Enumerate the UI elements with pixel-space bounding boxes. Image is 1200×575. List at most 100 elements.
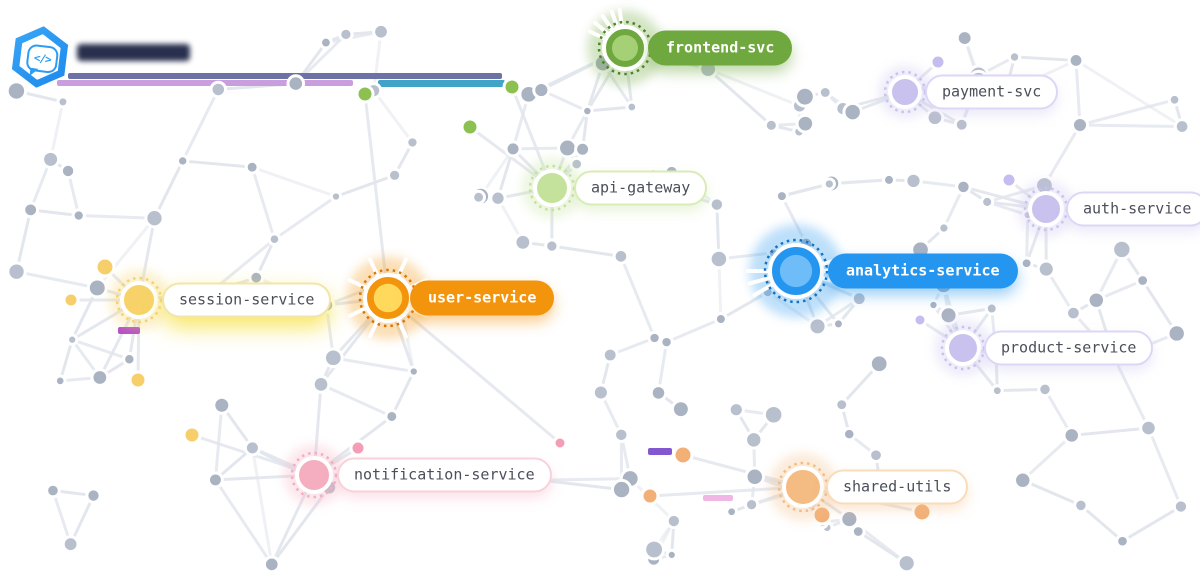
graph-node — [937, 221, 951, 235]
service-node-api-gateway[interactable] — [533, 169, 571, 207]
satellite-node — [640, 486, 660, 506]
graph-edge — [69, 494, 95, 546]
service-node-shared-utils[interactable] — [782, 466, 824, 508]
graph-edge — [1021, 433, 1074, 482]
graph-node — [807, 316, 828, 337]
colored-edge-segment — [648, 448, 672, 455]
graph-node — [338, 26, 354, 42]
graph-edge — [250, 165, 276, 241]
graph-node — [407, 365, 420, 378]
graph-node — [955, 29, 974, 48]
graph-node — [45, 482, 61, 499]
graph-edge — [250, 446, 274, 566]
graph-node — [744, 430, 764, 450]
graph-edge — [51, 489, 73, 546]
graph-node — [670, 399, 691, 420]
service-label: shared-utils — [843, 477, 952, 496]
graph-node — [532, 81, 551, 100]
graph-node — [1086, 290, 1107, 310]
graph-edge — [539, 477, 632, 482]
graph-node — [212, 395, 232, 415]
service-label: payment-svc — [942, 82, 1042, 101]
service-pill-shared-utils[interactable]: shared-utils — [826, 469, 969, 505]
service-node-auth-service[interactable] — [1028, 191, 1064, 227]
graph-node — [1135, 273, 1151, 288]
code-chat-icon: </> — [25, 43, 60, 75]
satellite-node — [128, 370, 148, 390]
service-label: notification-service — [354, 465, 535, 484]
graph-edge — [665, 317, 723, 344]
brand-logo[interactable]: </> — [6, 23, 73, 92]
graph-edge — [390, 370, 416, 418]
graph-node — [405, 135, 420, 150]
graph-node — [244, 159, 260, 175]
graph-node — [1036, 259, 1056, 279]
service-pill-user-service[interactable]: user-service — [410, 280, 555, 316]
service-label: api-gateway — [591, 178, 691, 197]
graph-edge — [152, 159, 185, 220]
graph-node — [896, 553, 917, 574]
graph-node — [322, 347, 344, 369]
graph-node — [267, 232, 282, 247]
service-pill-payment-svc[interactable]: payment-svc — [925, 74, 1059, 110]
graph-node — [743, 497, 760, 513]
graph-node — [1073, 497, 1089, 514]
graph-edge — [15, 208, 33, 274]
graph-node — [817, 85, 833, 100]
graph-node — [1166, 323, 1187, 344]
graph-node — [822, 177, 836, 191]
graph-node — [6, 261, 27, 282]
service-label: session-service — [179, 290, 315, 309]
satellite-node — [460, 117, 480, 137]
graph-edge — [1078, 98, 1177, 127]
service-node-product-service[interactable] — [945, 330, 981, 366]
graph-edge — [331, 356, 416, 374]
satellite-node — [355, 84, 375, 104]
graph-edge — [181, 87, 220, 163]
graph-node — [1167, 92, 1182, 107]
service-node-payment-svc[interactable] — [888, 75, 922, 109]
graph-node — [329, 190, 343, 203]
service-pill-notification-service[interactable]: notification-service — [337, 457, 552, 493]
graph-edge — [706, 67, 802, 108]
graph-edge — [70, 338, 131, 361]
graph-node — [763, 117, 779, 133]
graph-edge — [213, 478, 274, 566]
graph-edge — [1078, 123, 1184, 129]
graph-node — [831, 317, 845, 331]
service-label: user-service — [428, 288, 537, 307]
graph-node — [927, 298, 940, 312]
graph-node — [71, 208, 86, 223]
graph-node — [727, 401, 745, 419]
graph-node — [904, 171, 923, 191]
satellite-node — [182, 425, 202, 445]
graph-node — [610, 478, 633, 501]
graph-node — [262, 555, 281, 574]
service-node-session-service[interactable] — [120, 281, 158, 319]
graph-node — [319, 35, 333, 50]
graph-node — [504, 140, 522, 158]
graph-node — [882, 172, 896, 187]
service-pill-analytics-service[interactable]: analytics-service — [828, 253, 1018, 289]
graph-node — [384, 408, 400, 424]
service-pill-session-service[interactable]: session-service — [162, 282, 332, 318]
graph-node — [953, 116, 970, 133]
graph-node — [1115, 533, 1130, 549]
service-pill-product-service[interactable]: product-service — [984, 330, 1154, 366]
satellite-node — [349, 439, 367, 457]
graph-edge — [1120, 505, 1183, 543]
service-pill-frontend-svc[interactable]: frontend-svc — [648, 30, 793, 66]
service-node-ring — [115, 276, 163, 324]
graph-node — [643, 538, 666, 561]
graph-edge — [15, 270, 99, 290]
graph-edge — [995, 387, 1047, 393]
satellite-node — [552, 435, 568, 451]
satellite-node — [94, 256, 116, 278]
service-pill-api-gateway[interactable]: api-gateway — [574, 170, 708, 206]
service-node-notification-service[interactable] — [295, 456, 333, 494]
graph-node — [762, 403, 785, 426]
graph-edge — [250, 165, 338, 198]
service-pill-auth-service[interactable]: auth-service — [1066, 191, 1200, 227]
graph-node — [713, 312, 728, 327]
